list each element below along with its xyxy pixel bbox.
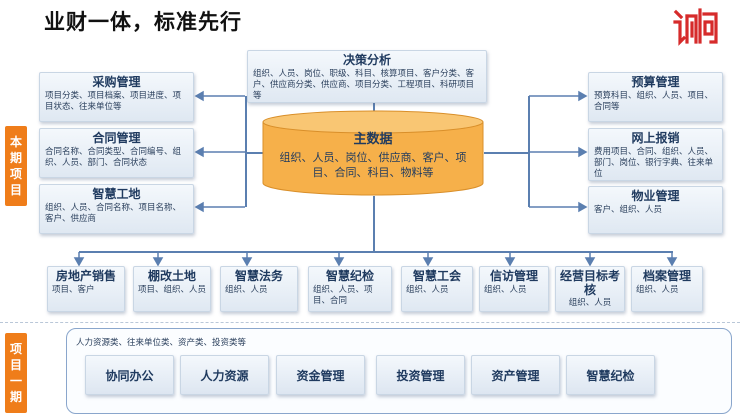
company-logo-icon [673,8,718,46]
box-title: 档案管理 [642,269,691,283]
asset-management-box: 资产管理 [471,355,560,395]
page-title: 业财一体，标准先行 [44,10,242,34]
reimbursement-box: 网上报销 费用项目、合同、组织、人员、部门、岗位、银行字典、往来单位 [588,128,723,181]
box-desc: 组织、人员 [484,285,527,295]
master-data-text: 组织、人员、岗位、供应商、客户、项目、合同、科目、物料等 [279,151,467,179]
box-title: 经营目标考核 [560,269,621,297]
connector [245,152,263,154]
phase-one-note: 人力资源类、往来单位类、资产类、投资类等 [76,338,247,348]
contract-box: 合同管理 合同名称、合同类型、合同编号、组织、人员、部门、合同状态 [39,128,194,178]
master-data-cylinder [262,110,484,196]
box-desc: 合同名称、合同类型、合同编号、组织、人员、部门、合同状态 [45,147,182,168]
funds-management-box: 资金管理 [276,355,365,395]
box-title: 智慧法务 [234,269,283,283]
box-desc: 项目、客户 [52,285,95,295]
investment-management-box: 投资管理 [376,355,465,395]
smart-legal-box: 智慧法务 组织、人员 [220,266,298,312]
box-title: 智慧工会 [412,269,461,283]
box-desc: 客户、组织、人员 [594,205,663,215]
smart-union-box: 智慧工会 组织、人员 [401,266,473,312]
label-char: 目 [9,183,22,197]
human-resources-box: 人力资源 [180,355,269,395]
archive-box: 档案管理 组织、人员 [631,266,703,312]
label-char: 目 [9,358,22,372]
box-desc: 组织、人员 [406,285,449,295]
box-title: 决策分析 [342,53,391,67]
box-desc: 项目分类、项目档案、项目进度、项目状态、往来单位等 [45,91,182,112]
box-desc: 组织、人员、岗位、职级、科目、核算项目、客户分类、客户、供应商分类、供应商、项目… [253,69,475,101]
box-desc: 组织、人员 [568,298,612,308]
box-desc: 组织、人员、合同名称、项目名称、客户、供应商 [45,203,182,224]
smart-discipline-box: 智慧纪检 组织、人员、项目、合同 [308,266,392,312]
label-char: 期 [9,390,22,404]
connector [79,251,673,253]
land-reform-box: 棚改土地 项目、组织、人员 [133,266,211,312]
box-title: 物业管理 [631,189,680,203]
label-char: 一 [9,374,22,388]
box-desc: 组织、人员 [636,285,679,295]
connector [484,152,529,154]
box-title: 合同管理 [92,131,141,145]
connector [245,96,247,207]
label-char: 期 [9,151,22,165]
box-title: 智慧工地 [92,187,141,201]
connector [373,196,375,252]
smart-discipline-phase-box: 智慧纪检 [566,355,655,395]
petition-box: 信访管理 组织、人员 [479,266,549,312]
label-char: 项 [9,342,22,356]
decision-analysis-box: 决策分析 组织、人员、岗位、职级、科目、核算项目、客户分类、客户、供应商分类、供… [247,50,487,103]
box-desc: 费用项目、合同、组织、人员、部门、岗位、银行字典、往来单位 [594,147,714,179]
box-title: 房地产销售 [55,269,116,283]
budget-box: 预算管理 预算科目、组织、人员、项目、合同等 [588,72,723,122]
box-desc: 组织、人员、项目、合同 [313,285,373,306]
phase-one-label: 项 目 一 期 [5,333,27,413]
box-title: 棚改土地 [147,269,196,283]
box-desc: 组织、人员 [225,285,268,295]
box-title: 信访管理 [489,269,538,283]
box-title: 智慧纪检 [325,269,374,283]
box-title: 网上报销 [631,131,680,145]
box-title: 预算管理 [631,75,680,89]
box-desc: 预算科目、组织、人员、项目、合同等 [594,91,714,112]
box-title: 采购管理 [92,75,141,89]
procurement-box: 采购管理 项目分类、项目档案、项目进度、项目状态、往来单位等 [39,72,194,122]
connector [373,103,375,112]
divider [0,322,740,323]
property-box: 物业管理 客户、组织、人员 [588,186,723,234]
performance-box: 经营目标考核 组织、人员 [555,266,625,312]
smart-site-box: 智慧工地 组织、人员、合同名称、项目名称、客户、供应商 [39,184,194,234]
label-char: 项 [9,167,22,181]
collaboration-office-box: 协同办公 [85,355,174,395]
label-char: 本 [9,135,22,149]
box-desc: 项目、组织、人员 [138,285,207,295]
current-project-label: 本 期 项 目 [5,126,27,206]
master-data-title: 主数据 [353,132,393,147]
real-estate-sales-box: 房地产销售 项目、客户 [47,266,125,312]
